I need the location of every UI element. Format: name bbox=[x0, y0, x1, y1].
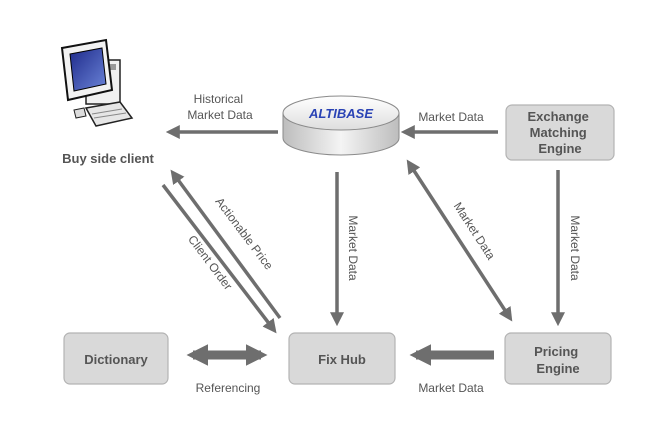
altibase-logo: ALTIBASE bbox=[308, 106, 373, 121]
exchange-label-line3: Engine bbox=[538, 141, 581, 156]
altibase-pricing-market-data-label: Market Data bbox=[451, 200, 499, 263]
historical-market-data-label: Historical Market Data bbox=[187, 92, 253, 122]
exchange-market-data-label: Market Data bbox=[418, 110, 484, 124]
pricing-engine-box: Pricing Engine bbox=[504, 332, 612, 385]
fix-hub-label: Fix Hub bbox=[318, 352, 366, 367]
referencing-label: Referencing bbox=[196, 381, 261, 395]
altibase-pricing-arrow bbox=[406, 159, 513, 322]
pricing-label-line1: Pricing bbox=[534, 344, 578, 359]
altibase-database: ALTIBASE bbox=[282, 95, 400, 156]
pricing-fixhub-market-data-label: Market Data bbox=[418, 381, 484, 395]
exchange-pricing-market-data-label: Market Data bbox=[568, 215, 582, 281]
fix-hub-box: Fix Hub bbox=[288, 332, 396, 385]
svg-text:Pricing Engine: Pricing Engine bbox=[534, 344, 582, 376]
computer-icon bbox=[60, 38, 134, 127]
svg-text:Exchange Matching: Exchange Matching Engine bbox=[527, 109, 592, 156]
exchange-label-line2: Matching bbox=[530, 125, 587, 140]
client-order-label: Client Order bbox=[185, 233, 235, 293]
actionable-price-arrow bbox=[170, 169, 282, 320]
exchange-matching-engine-box: Exchange Matching Engine bbox=[505, 104, 615, 161]
client-order-arrow bbox=[161, 183, 277, 334]
pricing-label-line2: Engine bbox=[536, 361, 579, 376]
dictionary-box: Dictionary bbox=[63, 332, 169, 385]
altibase-fixhub-market-data-label: Market Data bbox=[346, 215, 360, 281]
exchange-label-line1: Exchange bbox=[527, 109, 588, 124]
buy-side-client-label: Buy side client bbox=[62, 151, 154, 166]
dictionary-label: Dictionary bbox=[84, 352, 148, 367]
